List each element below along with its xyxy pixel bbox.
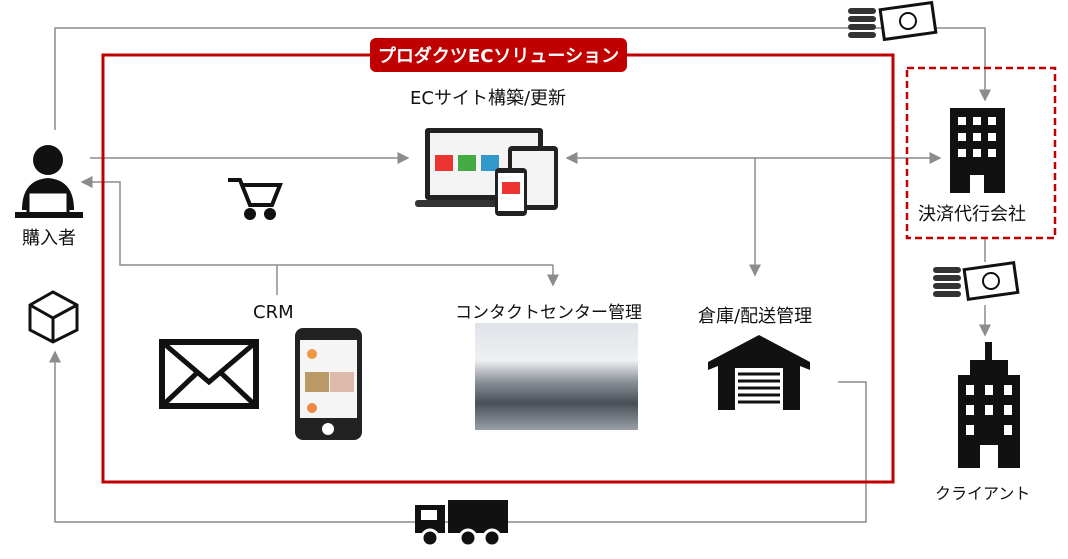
ec-site-label: ECサイト構築/更新 bbox=[410, 88, 567, 109]
buyer-icon bbox=[15, 145, 83, 218]
smartphone-icon bbox=[295, 328, 362, 440]
crm-label: CRM bbox=[253, 302, 294, 323]
contact-center-label: コンタクトセンター管理 bbox=[455, 303, 642, 323]
payment-agent-label: 決済代行会社 bbox=[918, 204, 1026, 225]
payment-boundary bbox=[905, 66, 1057, 240]
envelope-icon bbox=[159, 339, 259, 409]
warehouse-icon bbox=[708, 335, 810, 410]
payment-building-icon bbox=[950, 108, 1005, 193]
warehouse-label: 倉庫/配送管理 bbox=[698, 306, 813, 327]
money-icon-2 bbox=[933, 260, 1020, 302]
buyer-label: 購入者 bbox=[22, 228, 76, 249]
client-label: クライアント bbox=[935, 484, 1031, 503]
money-icon bbox=[848, 0, 938, 42]
package-icon bbox=[28, 290, 79, 344]
contact-center-photo bbox=[475, 323, 638, 430]
solution-title-badge: プロダクツECソリューション bbox=[370, 38, 627, 72]
client-building-icon bbox=[958, 342, 1020, 468]
delivery-truck-icon bbox=[415, 500, 508, 548]
shopping-cart-icon bbox=[228, 178, 283, 220]
ec-devices-icon bbox=[415, 128, 558, 216]
